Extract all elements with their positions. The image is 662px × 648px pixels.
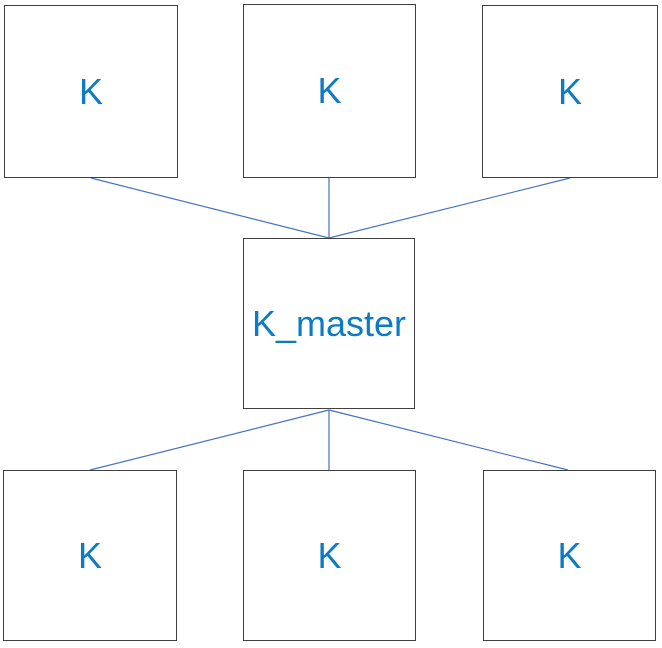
connector-top-left-to-master (90, 177, 330, 239)
node-top-middle[interactable]: K (243, 4, 416, 178)
node-master-label: K_master (251, 302, 407, 344)
node-bottom-right-label: K (557, 534, 582, 576)
node-bottom-left-label: K (77, 534, 102, 576)
connector-master-to-bottom-right (328, 409, 569, 471)
connector-top-right-to-master (328, 177, 571, 239)
connector-master-to-bottom-left (89, 409, 330, 471)
node-master[interactable]: K_master (243, 238, 415, 409)
node-top-right[interactable]: K (482, 5, 658, 178)
node-bottom-middle[interactable]: K (243, 470, 416, 641)
node-bottom-left[interactable]: K (3, 470, 177, 641)
node-top-left[interactable]: K (4, 5, 178, 178)
node-top-left-label: K (78, 70, 103, 112)
node-top-right-label: K (557, 70, 582, 112)
node-bottom-middle-label: K (317, 534, 342, 576)
node-top-middle-label: K (317, 70, 342, 111)
node-bottom-right[interactable]: K (483, 470, 656, 641)
